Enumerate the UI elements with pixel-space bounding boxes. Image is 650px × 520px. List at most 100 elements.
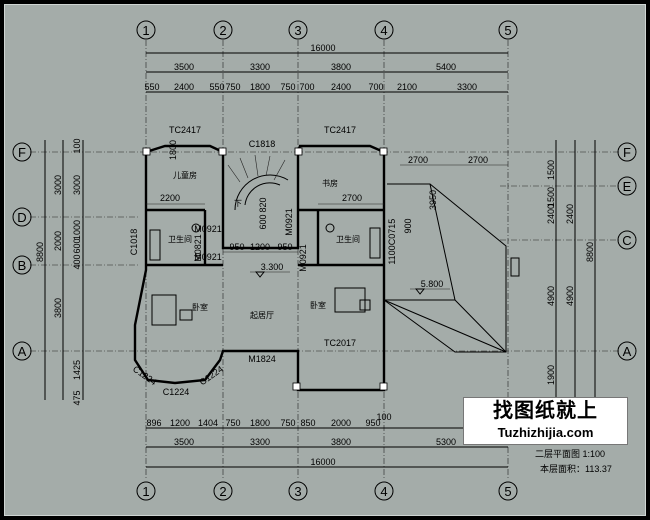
label-tc2017: TC2017 (324, 338, 356, 348)
grid-bubbles-left: F D B A (12, 142, 32, 361)
dim-top-5400: 5400 (436, 62, 456, 72)
label-m1824: M1824 (248, 354, 276, 364)
dim-top2-750b: 750 (280, 82, 295, 92)
dim-left-100: 100 (72, 138, 82, 153)
dim-left-1000: 1000 (72, 220, 82, 240)
dim-bot2-3500: 3500 (174, 437, 194, 447)
dim-bot2-3300: 3300 (250, 437, 270, 447)
right-dimensions: 1500 1500 2400 4900 1900 2400 4900 8800 (546, 140, 596, 400)
dim-left-1425: 1425 (72, 360, 82, 380)
grid-col-5-bottom: 5 (504, 484, 511, 499)
label-c1818: C1818 (249, 139, 276, 149)
dim-bot-1200: 1200 (170, 418, 190, 428)
opening-labels: TC2417 TC2417 C1818 C1018 M0921 M0921 M0… (129, 125, 397, 397)
dim-top-3500: 3500 (174, 62, 194, 72)
dim-right-1500a: 1500 (546, 160, 556, 180)
dim-right-1500b: 1500 (546, 187, 556, 207)
dim-right-2400b: 2400 (565, 204, 575, 224)
dim-right-4900a: 4900 (546, 286, 556, 306)
grid-col-4-bottom: 4 (380, 484, 387, 499)
watermark-box: 找图纸就上 Tuzhizhijia.com (463, 397, 628, 445)
room-bed-2: 卧室 (310, 300, 326, 310)
building-walls (133, 144, 388, 392)
dim-in-950a: 950 (229, 242, 244, 252)
dim-bot-750b: 750 (280, 418, 295, 428)
dim-in-950b: 950 (277, 242, 292, 252)
grid-row-A-right: A (623, 344, 632, 359)
grid-row-F-left: F (18, 145, 26, 160)
room-bed-1: 卧室 (192, 302, 208, 312)
drawing-caption: 二层平面图 1:100 (535, 449, 606, 459)
room-bath-1: 卫生间 (168, 234, 192, 244)
dim-in-1200: 1200 (250, 242, 270, 252)
dim-bot-1404: 1404 (198, 418, 218, 428)
dim-bot-950: 950 (365, 418, 380, 428)
floor-area-text: 本层面积：113.37 (540, 464, 612, 474)
dim-in-3950: 3950 (428, 190, 438, 210)
grid-row-C-right: C (622, 233, 631, 248)
label-m0921-c: M0921 (284, 208, 294, 236)
dim-right-4900b: 4900 (565, 286, 575, 306)
dim-in-1100: 1100 (387, 245, 397, 264)
room-study: 书房 (322, 178, 338, 188)
dim-in-2700c: 2700 (342, 193, 362, 203)
dim-top2-550b: 550 (209, 82, 224, 92)
dim-top-3300: 3300 (250, 62, 270, 72)
grid-row-A-left: A (18, 344, 27, 359)
label-m0821: M0821 (193, 234, 203, 262)
dim-bot-total: 16000 (310, 457, 335, 467)
roof-outline (383, 183, 520, 353)
dim-bot-2000: 2000 (331, 418, 351, 428)
room-bath-2: 卫生间 (336, 234, 360, 244)
level-marks: 3.300 5.800 (250, 262, 450, 295)
dim-left-3000a: 3000 (53, 175, 63, 195)
grid-col-3-bottom: 3 (294, 484, 301, 499)
dim-left-3800a: 3800 (53, 298, 63, 318)
watermark-url: Tuzhizhijia.com (497, 425, 594, 440)
room-labels: 儿童房 书房 卫生间 卫生间 卧室 卧室 起居厅 下 (168, 170, 360, 320)
dim-bot-750a: 750 (225, 418, 240, 428)
stair-down-label: 下 (234, 199, 242, 208)
label-c1224-b: C1224 (163, 387, 190, 397)
label-m0921-a: M0921 (194, 224, 222, 234)
dim-in-2200: 2200 (160, 193, 180, 203)
dim-bot2-3800: 3800 (331, 437, 351, 447)
dim-top2-750a: 750 (225, 82, 240, 92)
dim-top-3800: 3800 (331, 62, 351, 72)
dim-in-820: 820 (258, 197, 268, 212)
grid-bubbles-right: F E C A (617, 142, 637, 361)
dim-left-3000b: 3000 (72, 175, 82, 195)
dim-top2-2100: 2100 (397, 82, 417, 92)
dim-right-2400a: 2400 (546, 204, 556, 224)
inner-dimensions: 2200 2700 2700 2700 950 1200 950 1100 90… (146, 140, 508, 265)
label-m0921-b: M0921 (194, 252, 222, 262)
dim-right-1900: 1900 (546, 365, 556, 385)
dim-top2-550a: 550 (144, 82, 159, 92)
dim-left-600: 600 (72, 238, 82, 253)
grid-col-1-bottom: 1 (142, 484, 149, 499)
dim-right-total: 8800 (585, 242, 595, 262)
dim-left-2000: 2000 (53, 231, 63, 251)
dim-in-2700a: 2700 (408, 155, 428, 165)
dim-top-total: 16000 (310, 43, 335, 53)
dim-in-2700b: 2700 (468, 155, 488, 165)
dim-top2-3300: 3300 (457, 82, 477, 92)
dim-top2-700a: 700 (299, 82, 314, 92)
label-c1018: C1018 (129, 229, 139, 256)
room-child: 儿童房 (173, 170, 197, 180)
bottom-dimensions: 896 1200 1404 750 1800 750 850 2000 950 … (146, 412, 508, 468)
grid-col-2-top: 2 (219, 23, 226, 38)
dim-bot-100: 100 (376, 412, 391, 422)
label-c1224-a: C1224 (131, 364, 158, 387)
grid-col-1-top: 1 (142, 23, 149, 38)
label-tc2417-right: TC2417 (324, 125, 356, 135)
dim-bot-1800: 1800 (250, 418, 270, 428)
grid-col-2-bottom: 2 (219, 484, 226, 499)
dim-left-total: 8800 (35, 242, 45, 262)
dim-bot-896: 896 (146, 418, 161, 428)
label-c0715: C0715 (387, 219, 397, 246)
dim-in-900: 900 (403, 218, 413, 233)
dim-bot-850: 850 (300, 418, 315, 428)
label-m0921-d: M0921 (298, 244, 308, 272)
